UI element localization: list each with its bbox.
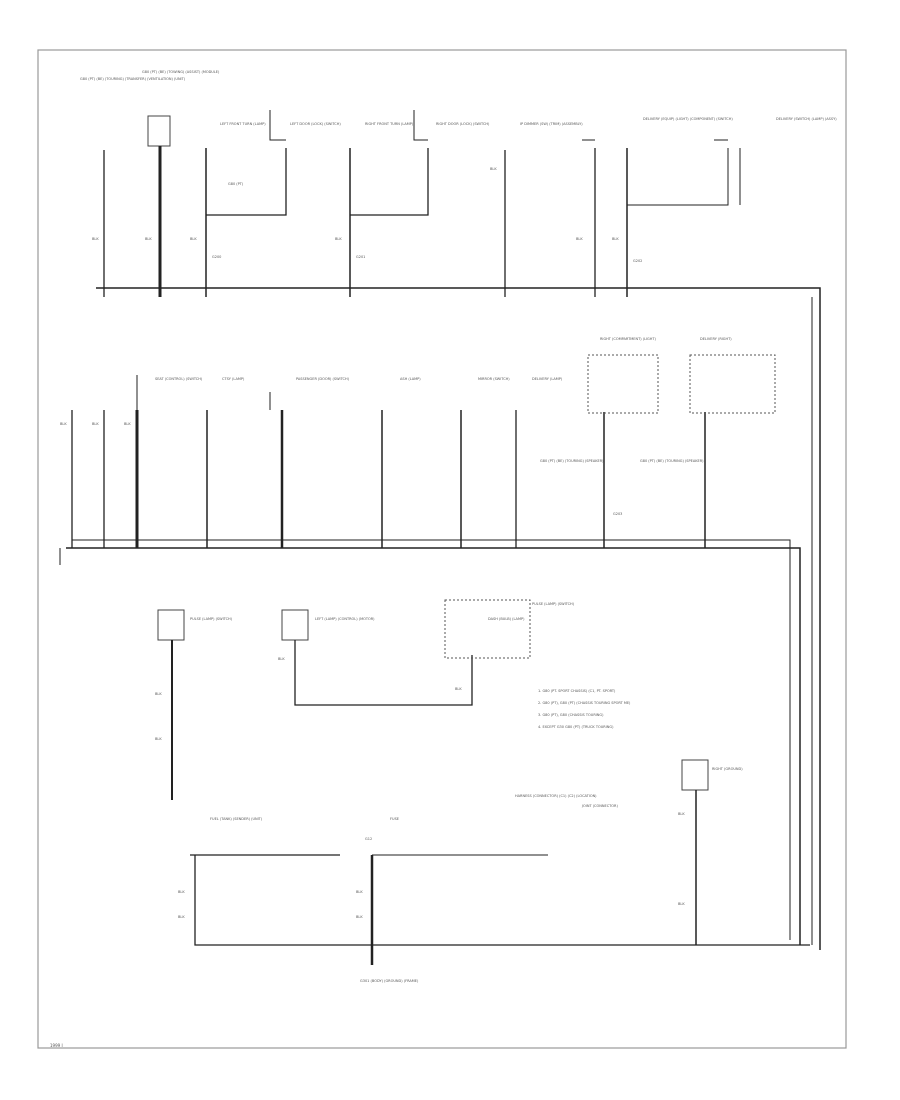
label-g80-aux: G80 (PT) (BE) (TOURING) (TRANSFER) (VENT… — [80, 77, 186, 81]
label-fuel: FUEL (TANK) (SENDER) (UNIT) — [210, 817, 263, 821]
label-pulse: PULSE (LAMP) (SWITCH) — [190, 617, 233, 621]
label-deliv3: DELIVERY (LAMP) — [532, 377, 563, 381]
label-harness: HARNESS (CONNECTOR) (C1) (C2) (LOCATION) — [515, 794, 597, 798]
svg-text:BLK: BLK — [278, 657, 285, 661]
label-joint: JOINT (CONNECTOR) — [581, 804, 618, 808]
svg-text:BLK: BLK — [356, 890, 363, 894]
label-g80-c2: G80 (PT) (BE) (TOURING) (SPEAKER) — [640, 459, 704, 463]
svg-text:BLK: BLK — [155, 692, 162, 696]
svg-text:BLK: BLK — [356, 915, 363, 919]
svg-text:BLK: BLK — [455, 687, 462, 691]
label-left-front: LEFT FRONT TURN (LAMP) — [220, 122, 266, 126]
row-2-circuits: BLK BLK BLK SEAT (CONTROL) (SWITCH) CTSY… — [59, 337, 801, 945]
svg-text:BLK: BLK — [155, 737, 162, 741]
label-delivery: DELIVERY (EQUIP) (LIGHT) (COMPONENT) (SW… — [643, 117, 733, 121]
bottom-circuits: FUEL (TANK) (SENDER) (UNIT) FUSE G12 G30… — [178, 794, 810, 983]
label-ash: ASH (LAMP) — [400, 377, 421, 381]
legend-item-3: 3. G80 (PT), G80 (CHASSIS TOURING) — [538, 713, 604, 717]
label-right-comp: RIGHT (COMPARTMENT) (LIGHT) — [600, 337, 657, 341]
label-passenger: PASSENGER (DOOR) (SWITCH) — [296, 377, 350, 381]
svg-text:BLK: BLK — [60, 422, 67, 426]
svg-text:BLK: BLK — [190, 237, 197, 241]
wire-g200: G200 — [212, 255, 221, 259]
wire-g201: G201 — [356, 255, 365, 259]
label-dash: DASH (BULB) (LAMP) — [488, 617, 525, 621]
svg-text:BLK: BLK — [178, 890, 185, 894]
label-g80-c1: G80 (PT) (BE) (TOURING) (SPEAKER) — [540, 459, 604, 463]
label-right-front: RIGHT FRONT TURN (LAMP) — [365, 122, 414, 126]
svg-text:BLK: BLK — [335, 237, 342, 241]
diagram-border — [37, 49, 847, 1049]
wire-g203: G203 — [613, 512, 622, 516]
label-right-door: RIGHT DOOR (LOCK) (SWITCH) — [436, 122, 490, 126]
label-right-grd: RIGHT (GROUND) — [712, 767, 743, 771]
wire-g202: G202 — [633, 259, 642, 263]
svg-text:G80 (PT): G80 (PT) — [228, 182, 244, 186]
svg-text:BLK: BLK — [92, 422, 99, 426]
label-g12: G12 — [365, 837, 372, 841]
svg-text:BLK: BLK — [678, 902, 685, 906]
svg-text:BLK: BLK — [678, 812, 685, 816]
label-fuse: FUSE — [390, 817, 399, 821]
row-3-circuits: PULSE (LAMP) (SWITCH) BLK BLK LEFT (LAMP… — [155, 599, 743, 945]
label-delivery2: DELIVERY (SWITCH) (LAMP) (ASSY) — [776, 117, 837, 121]
label-g301: G301 (BODY) (GROUND) (FRAME) — [360, 979, 419, 983]
legend-item-2: 2. G80 (PT), G80 (PT) (CHASSIS TOURING S… — [538, 701, 631, 705]
svg-text:BLK: BLK — [145, 237, 152, 241]
label-ctsy: CTSY (LAMP) — [222, 377, 245, 381]
label-g80-tow: G80 (PT) (BE) (TOWING) (ASSIST) (MODULE) — [142, 70, 220, 74]
legend-item-4: 4. EXCEPT G30 G80 (PT) (TRUCK TOURING) — [538, 725, 614, 729]
label-left-lamp: LEFT (LAMP) (CONTROL) (MOTOR) — [315, 617, 375, 621]
footer-code: 1999 I — [50, 1043, 63, 1048]
label-seat-ctrl: SEAT (CONTROL) (SWITCH) — [155, 377, 203, 381]
svg-text:BLK: BLK — [612, 237, 619, 241]
label-mirror: MIRROR (SWITCH) — [478, 377, 510, 381]
label-pulse2: PULSE (LAMP) (SWITCH) — [532, 602, 575, 606]
row-1-circuits: BLK G80 (PT) (BE) (TOURING) (TRANSFER) (… — [80, 70, 837, 950]
svg-text:BLK: BLK — [576, 237, 583, 241]
legend: 1. G80 (PT. SPORT CHASSIS) (C1, PT. SPOR… — [538, 689, 631, 729]
svg-text:BLK: BLK — [178, 915, 185, 919]
legend-item-1: 1. G80 (PT. SPORT CHASSIS) (C1, PT. SPOR… — [538, 689, 616, 693]
svg-text:BLK: BLK — [92, 237, 99, 241]
label-deliv-right: DELIVERY (RIGHT) — [700, 337, 732, 341]
svg-text:BLK: BLK — [490, 167, 497, 171]
label-ip: IP DIMMER (SW) (TRIM) (ASSEMBLY) — [520, 122, 583, 126]
label-left-door: LEFT DOOR (LOCK) (SWITCH) — [290, 122, 341, 126]
svg-text:BLK: BLK — [124, 422, 131, 426]
